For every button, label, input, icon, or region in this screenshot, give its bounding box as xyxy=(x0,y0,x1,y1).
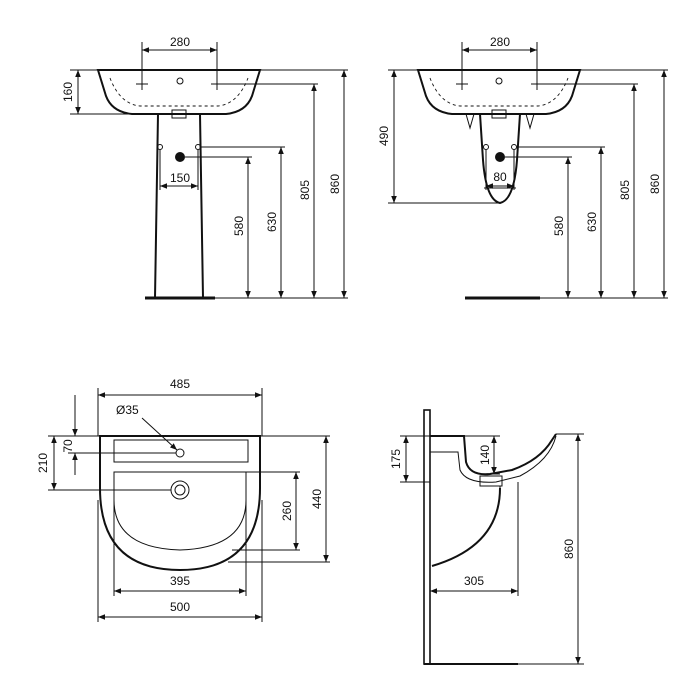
dim-basin-height: 175 xyxy=(389,449,403,469)
pedestal-front-view: 280 160 150 580 630 805 860 xyxy=(61,35,348,300)
dim-tap-diameter: Ø35 xyxy=(116,403,139,417)
top-plan-view: 485 Ø35 70 210 260 440 395 500 xyxy=(36,377,330,622)
bowl-outline xyxy=(113,471,247,551)
waste-pipe-hole xyxy=(175,152,185,162)
side-section-view: 175 140 860 305 xyxy=(389,409,584,665)
center-hole xyxy=(495,77,503,85)
trap-outlet xyxy=(479,475,503,487)
dim-basin-depth: 160 xyxy=(61,82,75,102)
pedestal-body xyxy=(153,113,205,299)
dim-overall-width: 500 xyxy=(170,600,190,614)
dim-805: 805 xyxy=(618,180,632,200)
basin-outline xyxy=(96,69,262,115)
dim-tap-offset: 70 xyxy=(61,439,75,453)
dim-860: 860 xyxy=(328,174,342,194)
dim-projection: 305 xyxy=(464,574,484,588)
pedestal-hole-left xyxy=(157,144,163,150)
dim-overall-depth: 440 xyxy=(310,489,324,509)
basin-inner-dashed xyxy=(429,77,569,107)
pedestal-profile xyxy=(431,487,501,567)
basin-inner-dashed xyxy=(109,77,249,107)
dim-hole-spacing: 280 xyxy=(170,35,190,49)
basin-outline xyxy=(416,69,582,115)
tap-hole-left xyxy=(456,78,468,90)
dim-bowl-depth: 260 xyxy=(280,501,294,521)
dim-inner-width: 395 xyxy=(170,574,190,588)
dim-rim-to-outlet: 140 xyxy=(478,445,492,465)
dim-805: 805 xyxy=(298,180,312,200)
dim-580: 580 xyxy=(232,216,246,236)
waste-outlet xyxy=(491,109,507,119)
dim-waste-offset: 210 xyxy=(36,453,50,473)
waste-hole xyxy=(170,480,190,500)
center-hole xyxy=(176,77,184,85)
wall-front-view: 280 490 80 580 630 805 860 xyxy=(377,35,668,300)
fixing-bracket-right xyxy=(525,113,535,130)
fixing-bracket-left xyxy=(465,113,475,130)
shroud-hole-right xyxy=(511,144,517,150)
tap-hole-left xyxy=(136,78,148,90)
wall xyxy=(423,409,431,665)
dim-total-height: 860 xyxy=(562,539,576,559)
tap-hole xyxy=(175,448,185,458)
tap-deck xyxy=(113,439,249,463)
dim-630: 630 xyxy=(585,212,599,232)
basin-section xyxy=(430,433,557,476)
basin-underside xyxy=(430,435,557,483)
shroud-hole-left xyxy=(483,144,489,150)
dim-pedestal-holes: 150 xyxy=(170,171,190,185)
dim-shroud-holes: 80 xyxy=(493,170,507,184)
dim-630: 630 xyxy=(265,212,279,232)
basin-plan-outline xyxy=(99,435,261,572)
waste-pipe-hole xyxy=(495,152,505,162)
waste-outlet xyxy=(171,109,187,119)
dim-total-drop: 490 xyxy=(377,126,391,146)
dim-485: 485 xyxy=(170,377,190,391)
dim-hole-spacing: 280 xyxy=(490,35,510,49)
dim-860: 860 xyxy=(648,174,662,194)
dim-580: 580 xyxy=(552,216,566,236)
